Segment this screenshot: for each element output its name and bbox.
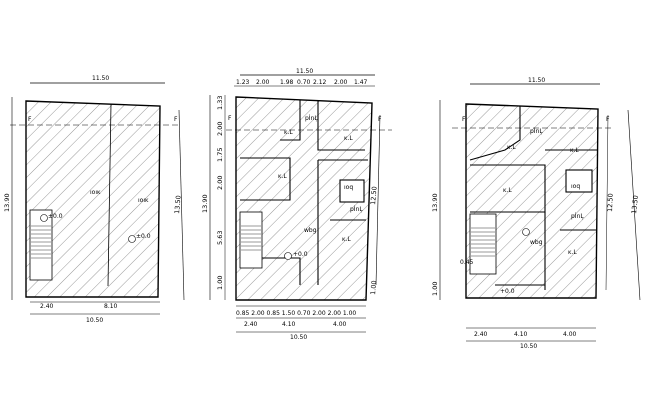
plan-2-left-height: 13.90 xyxy=(201,194,209,213)
plan-3-right-dimension-line xyxy=(627,109,641,301)
plan-2-left-chain-dim: 2.00 xyxy=(216,122,224,136)
plan-2-room-label: wbg xyxy=(304,227,317,234)
plan-2-bottom-dim: 4.10 xyxy=(282,321,296,328)
plan-2-top-chain-dim: 1.98 xyxy=(280,79,294,86)
plan-2-left-chain-dim: 1.00 xyxy=(216,276,224,290)
plan-3-stair-treads xyxy=(471,227,495,257)
plan-3-building-outline xyxy=(465,103,599,299)
plan-3-left-height: 13.90 xyxy=(431,193,439,212)
plan-1-level-symbol xyxy=(128,235,136,243)
plan-2-section-mark: F xyxy=(228,115,232,122)
plan-3-right-height-inner: 12.50 xyxy=(606,193,615,212)
plan-2-top-chain-dim: 2.00 xyxy=(334,79,348,86)
plan-3-room-label: pİnĻ xyxy=(530,128,543,135)
plan-1-stair-treads xyxy=(31,225,51,259)
plan-3-room-label: ĸ.L xyxy=(570,147,579,154)
plan-1-level-symbol xyxy=(40,214,48,222)
plan-2-top-chain-dim: 2.00 xyxy=(256,79,270,86)
plan-1-top-width: 11.50 xyxy=(92,75,109,82)
plan-2-level-symbol xyxy=(284,252,292,260)
plan-1-room-label: ıoıĸ xyxy=(90,189,101,196)
plan-3-right-height: 13.50 xyxy=(630,195,640,214)
plan-2-left-chain-dim: 1.33 xyxy=(216,96,224,110)
plan-2-bottom-dim: 4.00 xyxy=(333,321,347,328)
plan-2-left-chain: 1.33 2.00 1.75 2.00 5.63 1.00 xyxy=(216,95,226,300)
plan-3-level-mark-2: 0.45 xyxy=(460,259,474,266)
plan-3-right-inner-dimension-line xyxy=(605,114,609,291)
plan-1-bottom-dim: 2.40 xyxy=(40,303,54,310)
plan-2-room-label: ĸ.L xyxy=(278,173,287,180)
plan-3-bottom-dim: 4.00 xyxy=(563,331,577,338)
plan-1-left-height: 13.90 xyxy=(3,193,11,212)
plan-1-level-mark-2: ±0.0 xyxy=(136,233,151,240)
plan-3-room-label: wbg xyxy=(530,239,543,246)
plan-1: 11.50 F F ıoıĸ ıoıĸ ±0.0 ±0.0 13.90 13.5… xyxy=(3,75,185,324)
plan-3-section-mark: F xyxy=(462,116,466,123)
plan-2-room-label: ĸ.L xyxy=(342,236,351,243)
plan-1-section-mark-right: F xyxy=(174,116,178,123)
plan-1-right-dimension-line xyxy=(178,109,185,301)
plan-1-building-outline xyxy=(25,100,161,298)
plan-2-interior-walls xyxy=(240,100,368,285)
plan-3-left-small: 1.00 xyxy=(431,282,439,296)
plan-3: 11.50 F F pİnĻ ĸ.L ĸ.L ĸ.L ıoq pİnĻ wbg … xyxy=(431,77,641,350)
plan-3-bottom-dim: 2.40 xyxy=(474,331,488,338)
plan-2-top-width: 11.50 xyxy=(296,68,313,75)
plan-2: 11.50 1.23 2.00 1.98 0.70 2.12 2.00 1.47 xyxy=(201,68,392,341)
plan-2-building-outline xyxy=(235,96,373,301)
plan-3-room-label: ĸ.L xyxy=(568,249,577,256)
plan-2-left-chain-dim: 5.63 xyxy=(216,231,224,245)
plan-3-room-label: pİnĻ xyxy=(571,213,584,220)
plan-3-room-label: ĸ.L xyxy=(503,187,512,194)
plan-1-right-height: 13.50 xyxy=(173,195,183,214)
plan-2-right-dimension-line xyxy=(375,114,381,286)
plan-2-bottom-chain: 0.85 2.00 0.85 1.50 0.70 2.00 2.00 1.00 xyxy=(236,310,356,317)
plan-2-top-chain-dim: 0.70 xyxy=(297,79,311,86)
plan-2-top-chain-dim: 1.47 xyxy=(354,79,368,86)
plan-2-top-chain-dim: 2.12 xyxy=(313,79,327,86)
plan-3-room-label: ĸ.L xyxy=(507,144,516,151)
plan-3-room-label: ıoq xyxy=(571,183,580,190)
plan-1-interior-wall xyxy=(107,103,112,287)
plan-2-room-label: ıoq xyxy=(344,184,353,191)
plan-1-stair xyxy=(29,209,53,281)
plan-3-bottom-dim: 4.10 xyxy=(514,331,528,338)
plan-2-right-small: 1.00 xyxy=(369,280,378,295)
plan-2-top-chain-dim: 1.23 xyxy=(236,79,250,86)
plan-2-level-mark: +0.0 xyxy=(293,251,308,258)
plan-1-section-mark: F xyxy=(28,116,32,123)
plan-2-room-label: ĸ.L xyxy=(284,129,293,136)
plan-2-stair xyxy=(239,211,263,269)
plan-3-level-symbol xyxy=(522,228,530,236)
plan-2-room-label: pİnĻ xyxy=(350,206,363,213)
plan-2-stair-treads xyxy=(241,225,261,251)
plan-3-level-mark: +0.0 xyxy=(500,288,515,295)
plan-2-top-chain: 1.23 2.00 1.98 0.70 2.12 2.00 1.47 xyxy=(236,79,368,86)
plan-1-total-width: 10.50 xyxy=(86,317,103,324)
plan-1-bottom-dim: 8.10 xyxy=(104,303,118,310)
plan-2-total-width: 10.50 xyxy=(290,334,307,341)
plan-2-room-label: pİnĻ xyxy=(305,115,318,122)
plan-1-room-label: ıoıĸ xyxy=(138,197,149,204)
plan-2-left-chain-dim: 2.00 xyxy=(216,176,224,190)
plan-1-level-mark: ±0.0 xyxy=(48,213,63,220)
plan-2-left-chain-dim: 1.75 xyxy=(216,148,224,162)
plan-2-room-label: ĸ.L xyxy=(344,135,353,142)
plan-3-total-width: 10.50 xyxy=(520,343,537,350)
plan-3-interior-walls xyxy=(469,106,597,290)
plan-3-top-width: 11.50 xyxy=(528,77,545,84)
plan-2-right-height: 12.50 xyxy=(369,186,379,205)
plan-2-bottom-dim: 2.40 xyxy=(244,321,258,328)
